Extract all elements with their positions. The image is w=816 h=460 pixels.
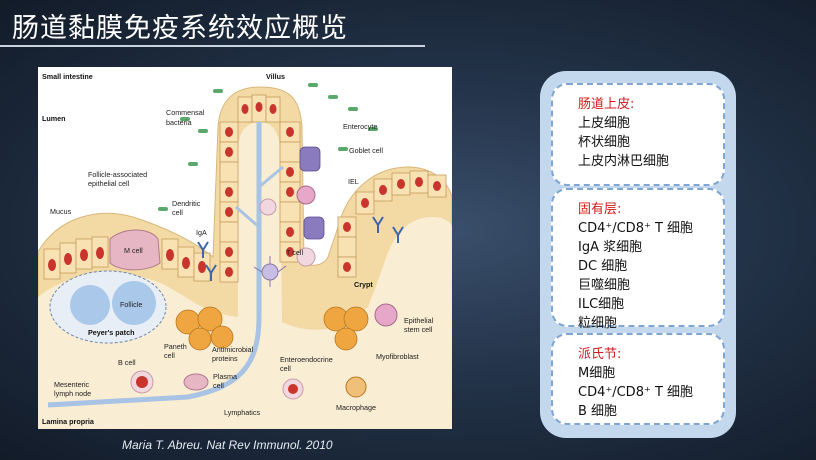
label-follicle: Follicle [120,300,142,309]
label-villus: Villus [266,72,285,81]
follicle-left [70,285,110,325]
lymphatic-branch [235,165,284,229]
m-cell [109,229,161,271]
dendritic-cell [253,256,287,287]
label-t-cell: T cell [286,248,303,257]
label-enteroendocrine-1: Enteroendocrine [280,355,333,364]
list-item: B 细胞 [578,404,618,419]
label-enteroendocrine-2: cell [280,364,291,373]
enterocyte-nuclei-villus [225,102,294,277]
label-macrophage: Macrophage [336,403,376,412]
label-iga: IgA [196,228,207,237]
label-dendritic-2: cell [172,208,183,217]
summary-panel: 肠道上皮: 上皮细胞 杯状细胞 上皮内淋巴细胞 固有层: CD4⁺/CD8⁺ T… [540,71,736,438]
label-goblet-cell: Goblet cell [349,146,383,155]
immune-cells [130,185,367,400]
label-mesenteric-2: lymph node [54,389,91,398]
label-antimicrobial-1: Antimicrobial [212,345,254,354]
section-peyers-patch: 派氏节: M细胞 CD4⁺/CD8⁺ T 细胞 B 细胞 [551,333,725,425]
label-mucus: Mucus [50,207,72,216]
section-heading: 固有层: [578,202,622,217]
lamina-core [38,122,452,429]
label-small-intestine: Small intestine [42,72,93,81]
list-item: ILC细胞 [578,297,625,312]
list-item: 粒细胞 [578,316,618,331]
label-stem-1: Epithelial [404,316,434,325]
citation: Maria T. Abreu. Nat Rev Immunol. 2010 [122,438,333,452]
label-commensal-2: bacteria [166,118,192,127]
enterocyte-nuclei-right [343,177,441,272]
label-antimicrobial-2: proteins [212,354,238,363]
label-iel: IEL [348,177,359,186]
label-fae-1: Follicle-associated [88,170,147,179]
paneth-cells-left [175,306,234,351]
list-item: DC 细胞 [578,259,628,274]
label-peyers-patch: Peyer's patch [88,328,134,337]
enterocyte-nuclei-left [48,247,206,273]
label-m-cell: M cell [124,246,143,255]
list-item: CD4⁺/CD8⁺ T 细胞 [578,385,694,400]
label-lymphatics: Lymphatics [224,408,260,417]
goblet-cells [299,146,325,240]
list-item: 巨噬细胞 [578,278,631,293]
section-epithelium: 肠道上皮: 上皮细胞 杯状细胞 上皮内淋巴细胞 [551,83,725,186]
label-myofibroblast: Myofibroblast [376,352,419,361]
label-mesenteric-1: Mesenteric [54,380,90,389]
list-item: CD4⁺/CD8⁺ T 细胞 [578,221,694,236]
commensal-bacteria [158,83,378,211]
list-item: IgA 浆细胞 [578,240,643,255]
paneth-cells-right [323,306,369,351]
label-dendritic-1: Dendritic [172,199,201,208]
list-item: 上皮内淋巴细胞 [578,154,670,169]
follicle-right [112,281,156,325]
label-plasma-1: Plasma [213,372,237,381]
list-item: 上皮细胞 [578,116,631,131]
label-paneth-2: cell [164,351,175,360]
section-heading: 派氏节: [578,347,622,362]
label-lumen: Lumen [42,114,66,123]
title-underline [0,45,425,47]
section-lamina-propria: 固有层: CD4⁺/CD8⁺ T 细胞 IgA 浆细胞 DC 细胞 巨噬细胞 I… [551,188,725,331]
label-paneth-1: Paneth [164,342,187,351]
label-b-cell: B cell [118,358,136,367]
label-enterocyte: Enterocyte [343,122,377,131]
list-item: 杯状细胞 [578,135,631,150]
label-commensal-1: Commensal [166,108,205,117]
label-plasma-2: cell [213,381,224,390]
epithelial-stem-cell [374,303,398,327]
lymphatic-vessel [47,122,262,408]
iga-antibodies [197,216,404,281]
intestine-diagram: Small intestine Villus Lumen Commensal b… [38,67,452,429]
label-stem-2: stem cell [404,325,433,334]
label-crypt: Crypt [354,280,373,289]
list-item: M细胞 [578,366,616,381]
page-title: 肠道黏膜免疫系统效应概览 [12,13,348,44]
label-lamina-propria: Lamina propria [42,417,95,426]
label-fae-2: epithelial cell [88,179,130,188]
section-heading: 肠道上皮: [578,97,635,112]
